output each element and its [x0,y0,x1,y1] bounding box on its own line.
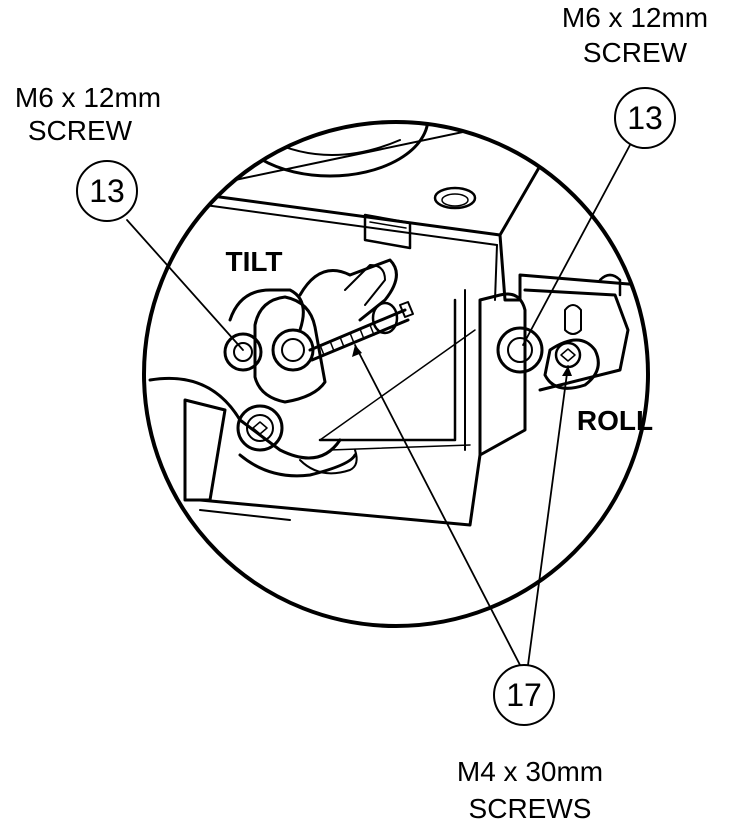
callout-right-13: 13 [614,87,676,149]
leader-17-tilt [354,344,521,666]
detail-circle [142,120,650,628]
label-top-left-screw-size: M6 x 12mm [15,82,161,113]
leader-right-13 [522,144,631,346]
label-top-left-screw: SCREW [28,115,133,146]
label-roll: ROLL [577,405,653,436]
callout-right-number: 13 [627,100,663,136]
label-tilt: TILT [225,246,282,277]
label-bottom-screws: SCREWS [469,793,592,824]
tilt-bracket [223,258,414,404]
central-frame [198,289,482,527]
leader-lines [126,144,631,666]
callout-bottom-number: 17 [506,677,542,713]
leader-left-13 [126,219,244,351]
label-top-right-screw-size: M6 x 12mm [562,2,708,33]
label-top-right-screw: SCREW [583,37,688,68]
callout-left-number: 13 [89,173,125,209]
callout-bottom-17: 17 [493,664,555,726]
label-bottom-screws-size: M4 x 30mm [457,756,603,787]
arrow-17-tilt [352,345,362,357]
lower-arm [148,376,358,502]
callout-left-13: 13 [76,160,138,222]
leader-17-roll [527,365,569,666]
arrow-17-roll [562,366,572,376]
